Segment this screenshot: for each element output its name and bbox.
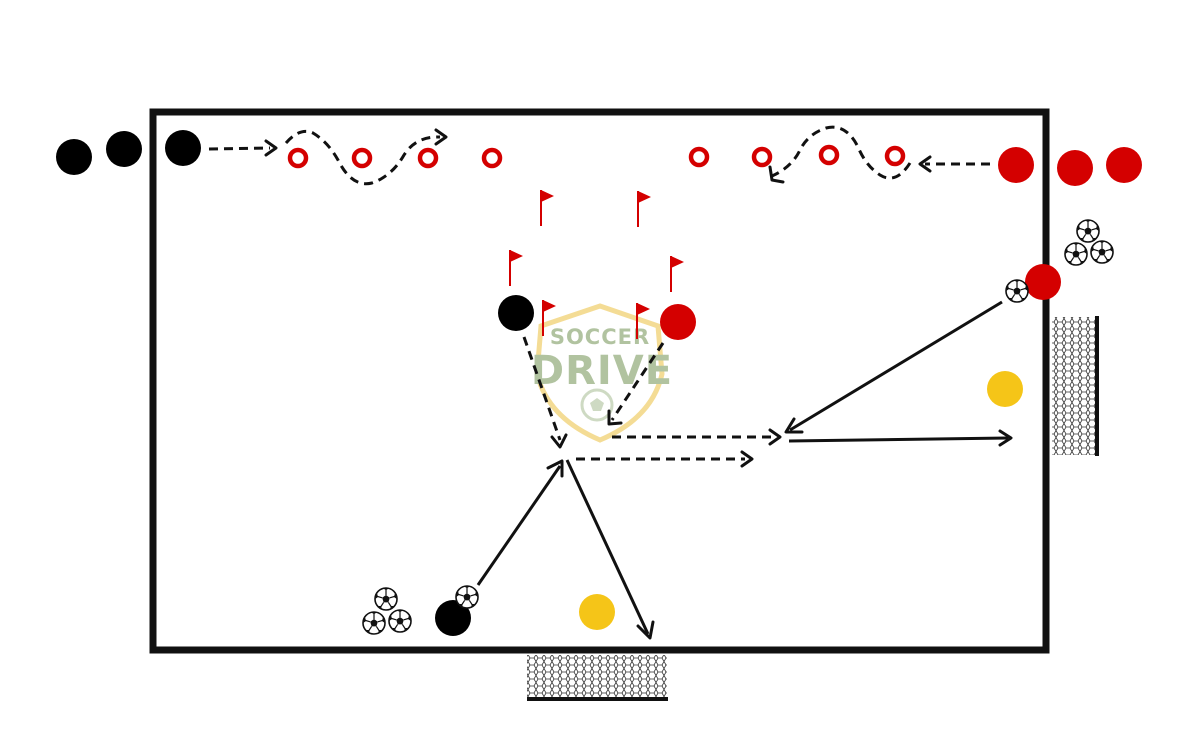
red-player [660,304,696,340]
red-player [1025,264,1061,300]
red-player [1106,147,1142,183]
black-player [56,139,92,175]
neutral-player [579,594,615,630]
dribble-path-black [208,128,448,186]
black-player [435,600,471,636]
neutral-player [987,371,1023,407]
red-player [998,147,1034,183]
team-red-players [660,147,1142,340]
logo-text-soccer: SOCCER [550,325,650,349]
soccer-drive-logo: SOCCER DRIVE [531,303,673,443]
black-player [498,295,534,331]
pass-lines [476,300,1013,640]
black-player [106,131,142,167]
run-lines-center [522,336,782,468]
goal-right [1052,316,1099,456]
logo-text-drive: DRIVE [531,348,673,394]
neutral-players [579,371,1023,630]
black-player [165,130,201,166]
red-player [1057,150,1093,186]
team-black-players [56,130,534,636]
dribble-path-red [768,125,990,184]
goal-bottom [527,655,668,701]
field-boundary [149,108,1050,654]
